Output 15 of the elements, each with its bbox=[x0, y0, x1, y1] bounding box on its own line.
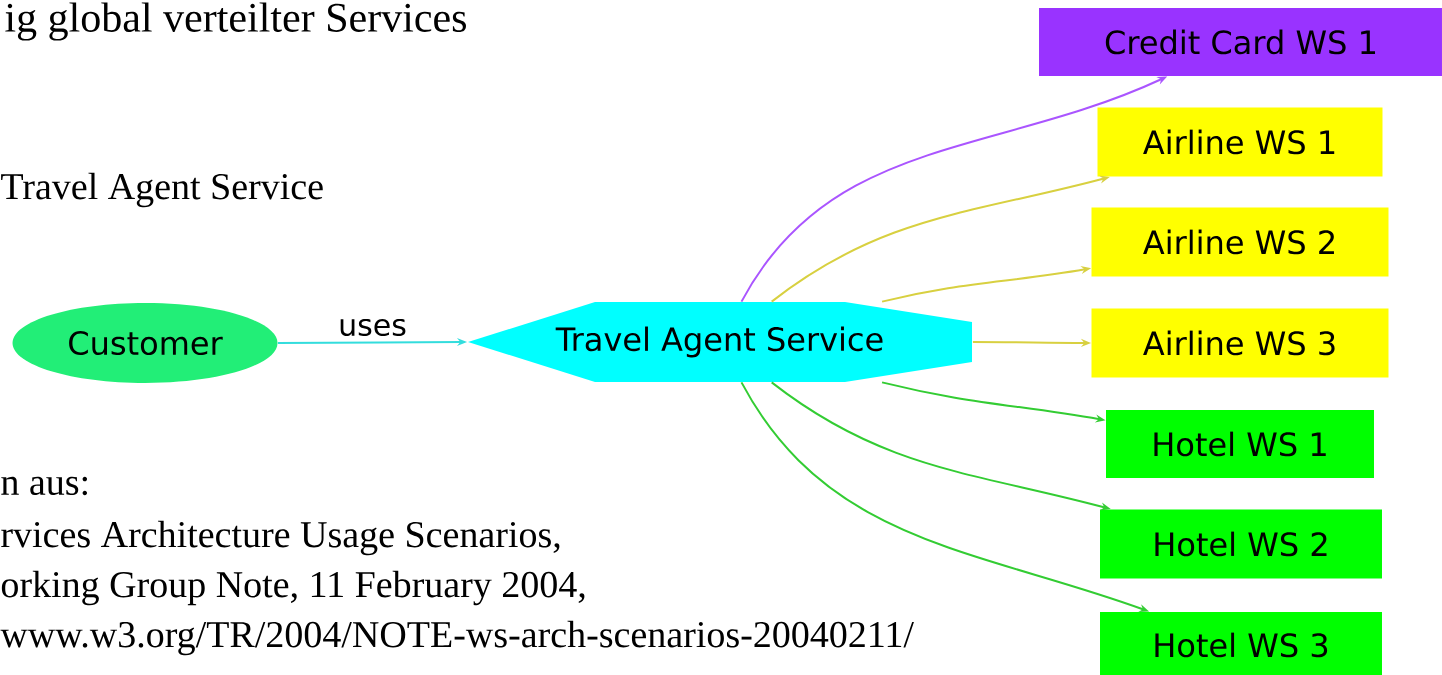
service-box: Airline WS 3 bbox=[1091, 308, 1389, 378]
source-text: n aus: bbox=[1, 476, 88, 496]
service-box: Credit Card WS 1 bbox=[1039, 8, 1442, 76]
subtitle: Travel Agent Service bbox=[1, 172, 323, 208]
service-box: Hotel WS 2 bbox=[1100, 509, 1382, 579]
source-text: rvices Architecture Usage Scenarios, bbox=[1, 520, 560, 556]
edge-label: uses bbox=[340, 318, 406, 337]
service-box: Hotel WS 1 bbox=[1106, 410, 1374, 478]
service-box: Airline WS 2 bbox=[1091, 207, 1389, 277]
source-text: orking Group Note, 11 February 2004, bbox=[1, 570, 585, 606]
service-box: Airline WS 1 bbox=[1097, 107, 1383, 177]
source-text: www.w3.org/TR/2004/NOTE-ws-arch-scenarios-20040211/ bbox=[0, 620, 914, 656]
service-hexagon: Travel Agent Service bbox=[468, 302, 972, 382]
title: ig global verteilter Services bbox=[5, 2, 466, 41]
service-box: Hotel WS 3 bbox=[1100, 612, 1382, 675]
